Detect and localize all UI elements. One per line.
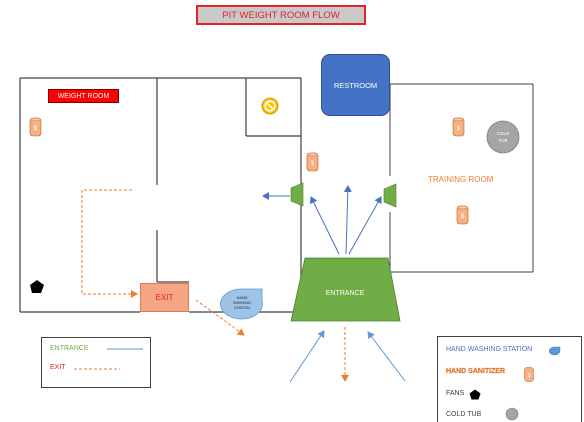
hand-sanitizer-icon: $ — [306, 152, 319, 172]
exit-label: EXIT — [155, 293, 174, 302]
svg-text:$: $ — [457, 126, 461, 132]
fan-pentagon-icon — [30, 280, 44, 293]
svg-text:$: $ — [311, 161, 315, 167]
hand-sanitizer-icon: $ — [29, 117, 42, 137]
restroom: RESTROOM — [321, 54, 390, 116]
no-entry-icon — [261, 97, 279, 115]
legend-cold-tub-icon — [505, 407, 519, 421]
entrance-label: ENTRANCE — [326, 290, 365, 297]
diagram-title-text: PIT WEIGHT ROOM FLOW — [222, 9, 340, 21]
flow-legend: ENTRANCE EXIT — [41, 337, 151, 388]
legend-hand-washing-label: HAND WASHING STATION — [446, 346, 533, 353]
legend-hand-washing-icon — [549, 346, 561, 356]
legend-entrance-label: ENTRANCE — [50, 345, 89, 352]
entrance-arrow-left — [289, 330, 325, 383]
entrance-shape — [290, 257, 401, 322]
cold-tub-icon — [486, 120, 520, 154]
hand-sanitizer-icon: $ — [452, 117, 465, 137]
arrow-to-weight-room — [310, 196, 340, 255]
legend-exit-label: EXIT — [50, 364, 66, 371]
arrow-to-center — [343, 185, 352, 255]
training-room-label: TRAINING ROOM — [428, 175, 494, 184]
restroom-label: RESTROOM — [333, 80, 378, 90]
svg-text:$: $ — [528, 373, 531, 379]
weight-room-walls — [19, 77, 302, 313]
exit-box: EXIT — [140, 283, 189, 312]
legend-hand-sanitizer-icon: $ — [524, 367, 534, 382]
weight-room-label: WEIGHT ROOM — [48, 89, 119, 103]
hand-washing-label-line3: STATION — [234, 306, 250, 310]
wall-fan-icon — [383, 183, 397, 208]
items-legend: HAND WASHING STATION HAND SANITIZER $ FA… — [437, 336, 582, 422]
svg-text:$: $ — [461, 214, 465, 220]
legend-entrance-line — [107, 348, 143, 350]
legend-fan-icon — [469, 389, 481, 400]
legend-fans-label: FANS — [446, 390, 465, 397]
legend-cold-tub-label: COLD TUB — [446, 411, 482, 418]
hand-washing-label-line2: WASHING — [233, 301, 251, 305]
legend-exit-line — [74, 368, 120, 370]
cold-tub-label-line1: COLD — [497, 131, 510, 136]
diagram-title: PIT WEIGHT ROOM FLOW — [196, 5, 366, 25]
exit-flow-path — [81, 189, 138, 298]
weight-room-label-text: WEIGHT ROOM — [57, 92, 110, 100]
hand-sanitizer-icon: $ — [456, 205, 469, 225]
cold-tub-label-line2: TUB — [499, 138, 508, 143]
hand-washing-station-icon — [220, 288, 263, 320]
entrance-arrow-right — [367, 331, 406, 382]
training-room-walls — [389, 83, 534, 273]
legend-hand-sanitizer-label: HAND SANITIZER — [446, 368, 506, 375]
hand-washing-label-line1: HAND — [237, 296, 248, 300]
svg-text:$: $ — [34, 126, 38, 132]
arrow-to-training-room — [348, 196, 382, 255]
wall-fan-icon — [290, 182, 304, 207]
